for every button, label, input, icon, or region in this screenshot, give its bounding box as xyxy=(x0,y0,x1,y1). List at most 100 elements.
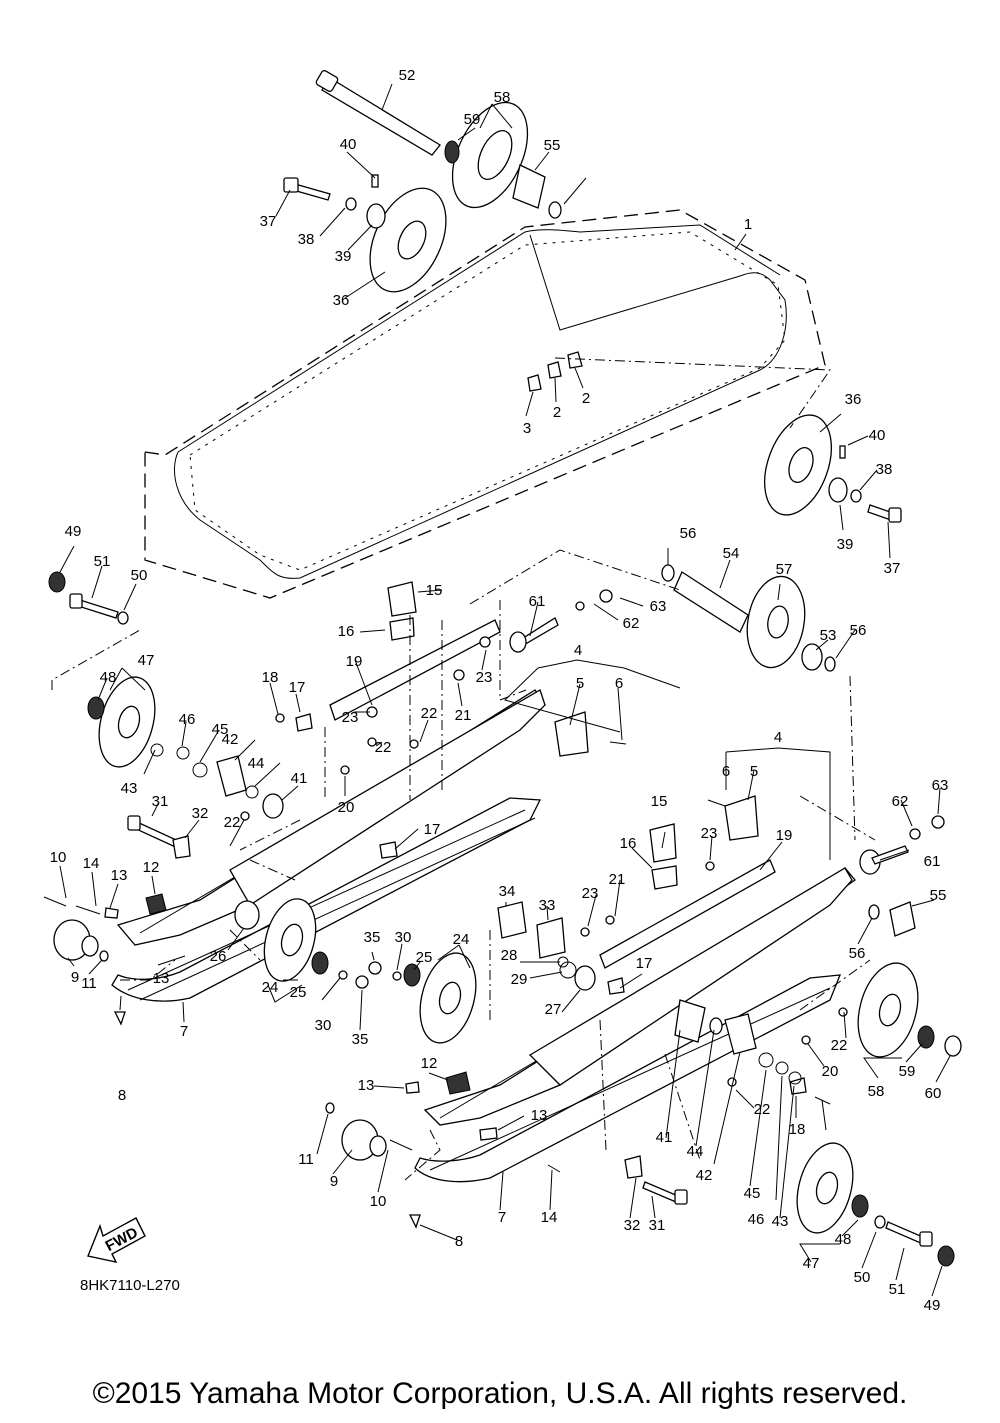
callout: 53 xyxy=(820,627,837,644)
callout: 5 xyxy=(576,675,584,692)
callout: 13 xyxy=(153,970,170,987)
callout: 22 xyxy=(224,814,241,831)
callout: 4 xyxy=(774,729,782,746)
callout: 30 xyxy=(395,929,412,946)
callout: 18 xyxy=(262,669,279,686)
callout: 24 xyxy=(262,979,279,996)
callout: 61 xyxy=(924,853,941,870)
callout: 47 xyxy=(138,652,155,669)
callout: 39 xyxy=(335,248,352,265)
callout: 57 xyxy=(776,561,793,578)
callout: 14 xyxy=(83,855,100,872)
callout: 13 xyxy=(111,867,128,884)
callout: 17 xyxy=(289,679,306,696)
callout: 46 xyxy=(179,711,196,728)
callout: 50 xyxy=(854,1269,871,1286)
callout: 17 xyxy=(424,821,441,838)
callout: 59 xyxy=(899,1063,916,1080)
callout: 9 xyxy=(71,969,79,986)
callout: 13 xyxy=(358,1077,375,1094)
callout: 8 xyxy=(118,1087,126,1104)
right-idler-assembly xyxy=(764,414,902,523)
callout: 23 xyxy=(476,669,493,686)
callout: 33 xyxy=(539,897,556,914)
callout: 23 xyxy=(582,885,599,902)
callout: 15 xyxy=(651,793,668,810)
callout: 34 xyxy=(499,883,516,900)
callout: 56 xyxy=(680,525,697,542)
callout: 55 xyxy=(544,137,561,154)
callout: 23 xyxy=(342,709,359,726)
callout: 22 xyxy=(421,705,438,722)
callout: 18 xyxy=(789,1121,806,1138)
callout: 47 xyxy=(803,1255,820,1272)
callout: 48 xyxy=(835,1231,852,1248)
callout: 20 xyxy=(822,1063,839,1080)
callout: 52 xyxy=(399,67,416,84)
callout: 45 xyxy=(212,721,229,738)
callout: 10 xyxy=(50,849,67,866)
callout: 40 xyxy=(869,427,886,444)
callout: 31 xyxy=(152,793,169,810)
callout: 40 xyxy=(340,136,357,153)
callout: 21 xyxy=(609,871,626,888)
callout: 20 xyxy=(338,799,355,816)
callout: 24 xyxy=(453,931,470,948)
callout: 45 xyxy=(744,1185,761,1202)
callout: 26 xyxy=(210,948,227,965)
callout: 56 xyxy=(850,622,867,639)
right-rail-assembly xyxy=(325,823,962,1267)
callout: 22 xyxy=(754,1101,771,1118)
callout: 50 xyxy=(131,567,148,584)
callout: 23 xyxy=(701,825,718,842)
parts-diagram: FWD 8HK7110-L270 1 2 2 3 4 5 6 7 8 9 10 … xyxy=(43,67,962,1314)
callout: 36 xyxy=(333,292,350,309)
callout: 37 xyxy=(260,213,277,230)
callout: 39 xyxy=(837,536,854,553)
callout: 8 xyxy=(455,1233,463,1250)
callout: 44 xyxy=(687,1143,704,1160)
callout: 49 xyxy=(924,1297,941,1314)
callout: 38 xyxy=(876,461,893,478)
callout: 54 xyxy=(723,545,740,562)
callout: 1 xyxy=(744,216,752,233)
callout: 19 xyxy=(776,827,793,844)
callout: 11 xyxy=(81,975,97,992)
callout: 63 xyxy=(932,777,949,794)
callout: 60 xyxy=(925,1085,942,1102)
callout: 21 xyxy=(455,707,472,724)
callout: 62 xyxy=(892,793,909,810)
callout: 25 xyxy=(290,984,307,1001)
callout: 25 xyxy=(416,949,433,966)
left-rail-assembly xyxy=(43,571,546,1044)
callout: 51 xyxy=(94,553,111,570)
callout: 42 xyxy=(696,1167,713,1184)
callout: 22 xyxy=(831,1037,848,1054)
callout: 44 xyxy=(248,755,265,772)
callout: 35 xyxy=(352,1031,369,1048)
callout: 58 xyxy=(868,1083,885,1100)
callout-labels: 1 2 2 3 4 5 6 7 8 9 10 11 12 13 13 14 15… xyxy=(50,67,949,1314)
callout: 16 xyxy=(338,623,355,640)
callout: 32 xyxy=(192,805,209,822)
callout: 41 xyxy=(656,1129,673,1146)
callout: 22 xyxy=(375,739,392,756)
callout: 41 xyxy=(291,770,308,787)
callout: 55 xyxy=(930,887,947,904)
diagram-code: 8HK7110-L270 xyxy=(80,1277,180,1294)
callout: 61 xyxy=(529,593,546,610)
callout: 46 xyxy=(748,1211,765,1228)
callout: 4 xyxy=(574,642,582,659)
callout: 14 xyxy=(541,1209,558,1226)
callout: 31 xyxy=(649,1217,666,1234)
callout: 2 xyxy=(553,404,561,421)
callout: 49 xyxy=(65,523,82,540)
callout: 62 xyxy=(623,615,640,632)
callout: 43 xyxy=(772,1213,789,1230)
callout: 16 xyxy=(620,835,637,852)
callout: 58 xyxy=(494,89,511,106)
callout: 27 xyxy=(545,1001,562,1018)
callout: 42 xyxy=(222,731,239,748)
callout: 19 xyxy=(346,653,363,670)
callout: 7 xyxy=(498,1209,506,1226)
